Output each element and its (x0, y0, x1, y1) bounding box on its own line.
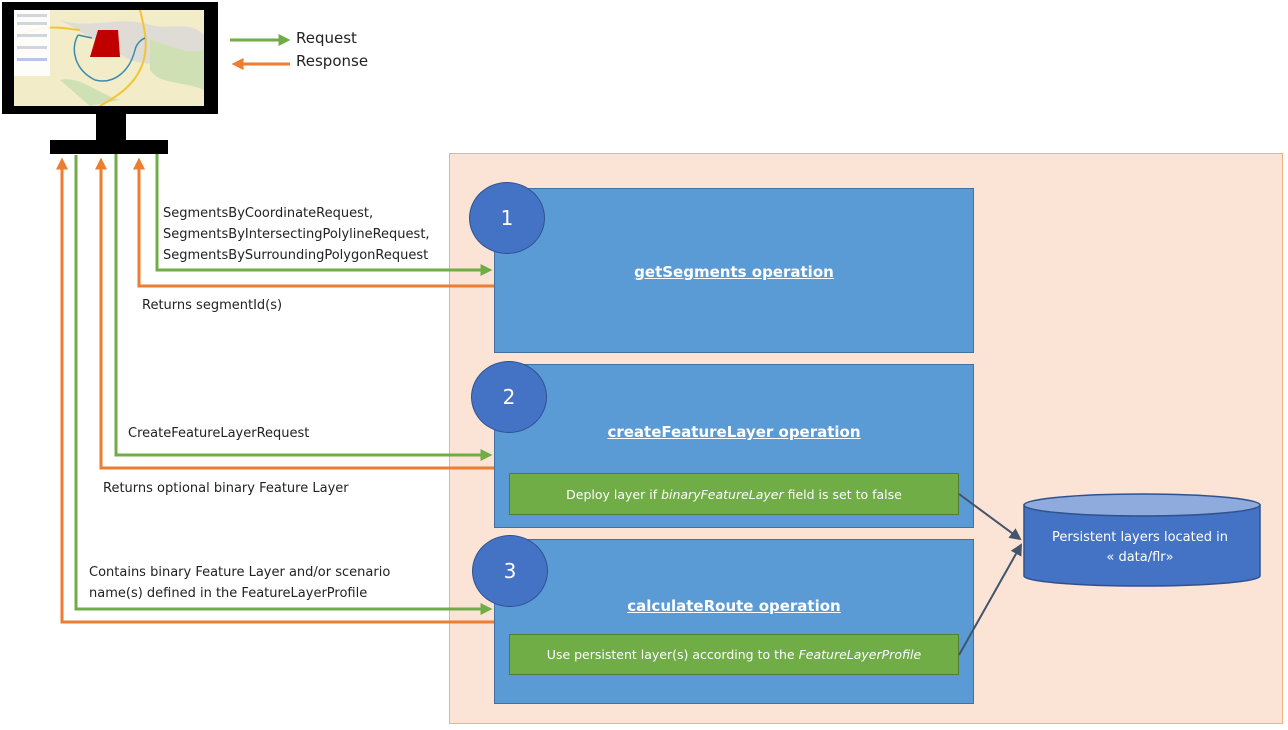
operation-title: calculateRoute operation (627, 597, 841, 615)
response-label-get-segments: Returns segmentId(s) (142, 298, 283, 313)
operation-box-get-segments: getSegments operation (494, 188, 974, 353)
note-text-italic: FeatureLayerProfile (798, 647, 922, 662)
response-arrow-get-segments (133, 157, 494, 288)
operation-title: createFeatureLayer operation (607, 423, 861, 441)
request-label-get-segments-3: SegmentsBySurroundingPolygonRequest (163, 248, 429, 263)
operation-box-calculate-route: calculateRoute operation (494, 539, 974, 704)
connector-use-to-storage (958, 543, 1022, 656)
request-label-create-feature-layer: CreateFeatureLayerRequest (128, 426, 310, 441)
step-number-3: 3 (472, 535, 548, 607)
response-label-create-feature-layer: Returns optional binary Feature Layer (103, 481, 349, 496)
note-text-suffix: field is set to false (783, 486, 902, 502)
response-arrow-calculate-route (56, 157, 494, 624)
legend-response-label: Response (296, 52, 369, 70)
request-label-get-segments-1: SegmentsByCoordinateRequest, (163, 206, 374, 221)
response-arrow-create-feature-layer (95, 157, 494, 470)
step-number-2: 2 (471, 361, 547, 433)
database-icon (1023, 493, 1261, 587)
request-arrow-get-segments (155, 154, 493, 276)
note-text-italic: binaryFeatureLayer (661, 486, 784, 502)
map-screen (14, 10, 204, 106)
request-label-get-segments-2: SegmentsByIntersectingPolylineRequest, (163, 227, 430, 242)
request-label-calculate-route-2: name(s) defined in the FeatureLayerProfi… (89, 586, 368, 601)
request-label-calculate-route-1: Contains binary Feature Layer and/or sce… (89, 565, 391, 580)
note-text-prefix: Deploy layer if (566, 486, 662, 502)
storage-label-line1: Persistent layers located in (1052, 530, 1228, 545)
storage-label: Persistent layers located in « data/flr» (1022, 528, 1258, 568)
note-deploy-layer: Deploy layer if binaryFeatureLayer field… (509, 473, 959, 515)
operation-title: getSegments operation (634, 263, 834, 281)
note-use-persistent-layers: Use persistent layer(s) according to the… (509, 634, 959, 675)
step-number-1: 1 (469, 182, 545, 254)
monitor-icon (2, 2, 218, 154)
storage-label-line2: « data/flr» (1106, 550, 1174, 565)
legend-request-label: Request (296, 29, 357, 47)
connector-deploy-to-storage (958, 493, 1022, 541)
note-text-prefix: Use persistent layer(s) according to the (546, 647, 799, 662)
request-arrow-calculate-route (74, 155, 493, 615)
request-arrow-create-feature-layer (114, 154, 493, 461)
